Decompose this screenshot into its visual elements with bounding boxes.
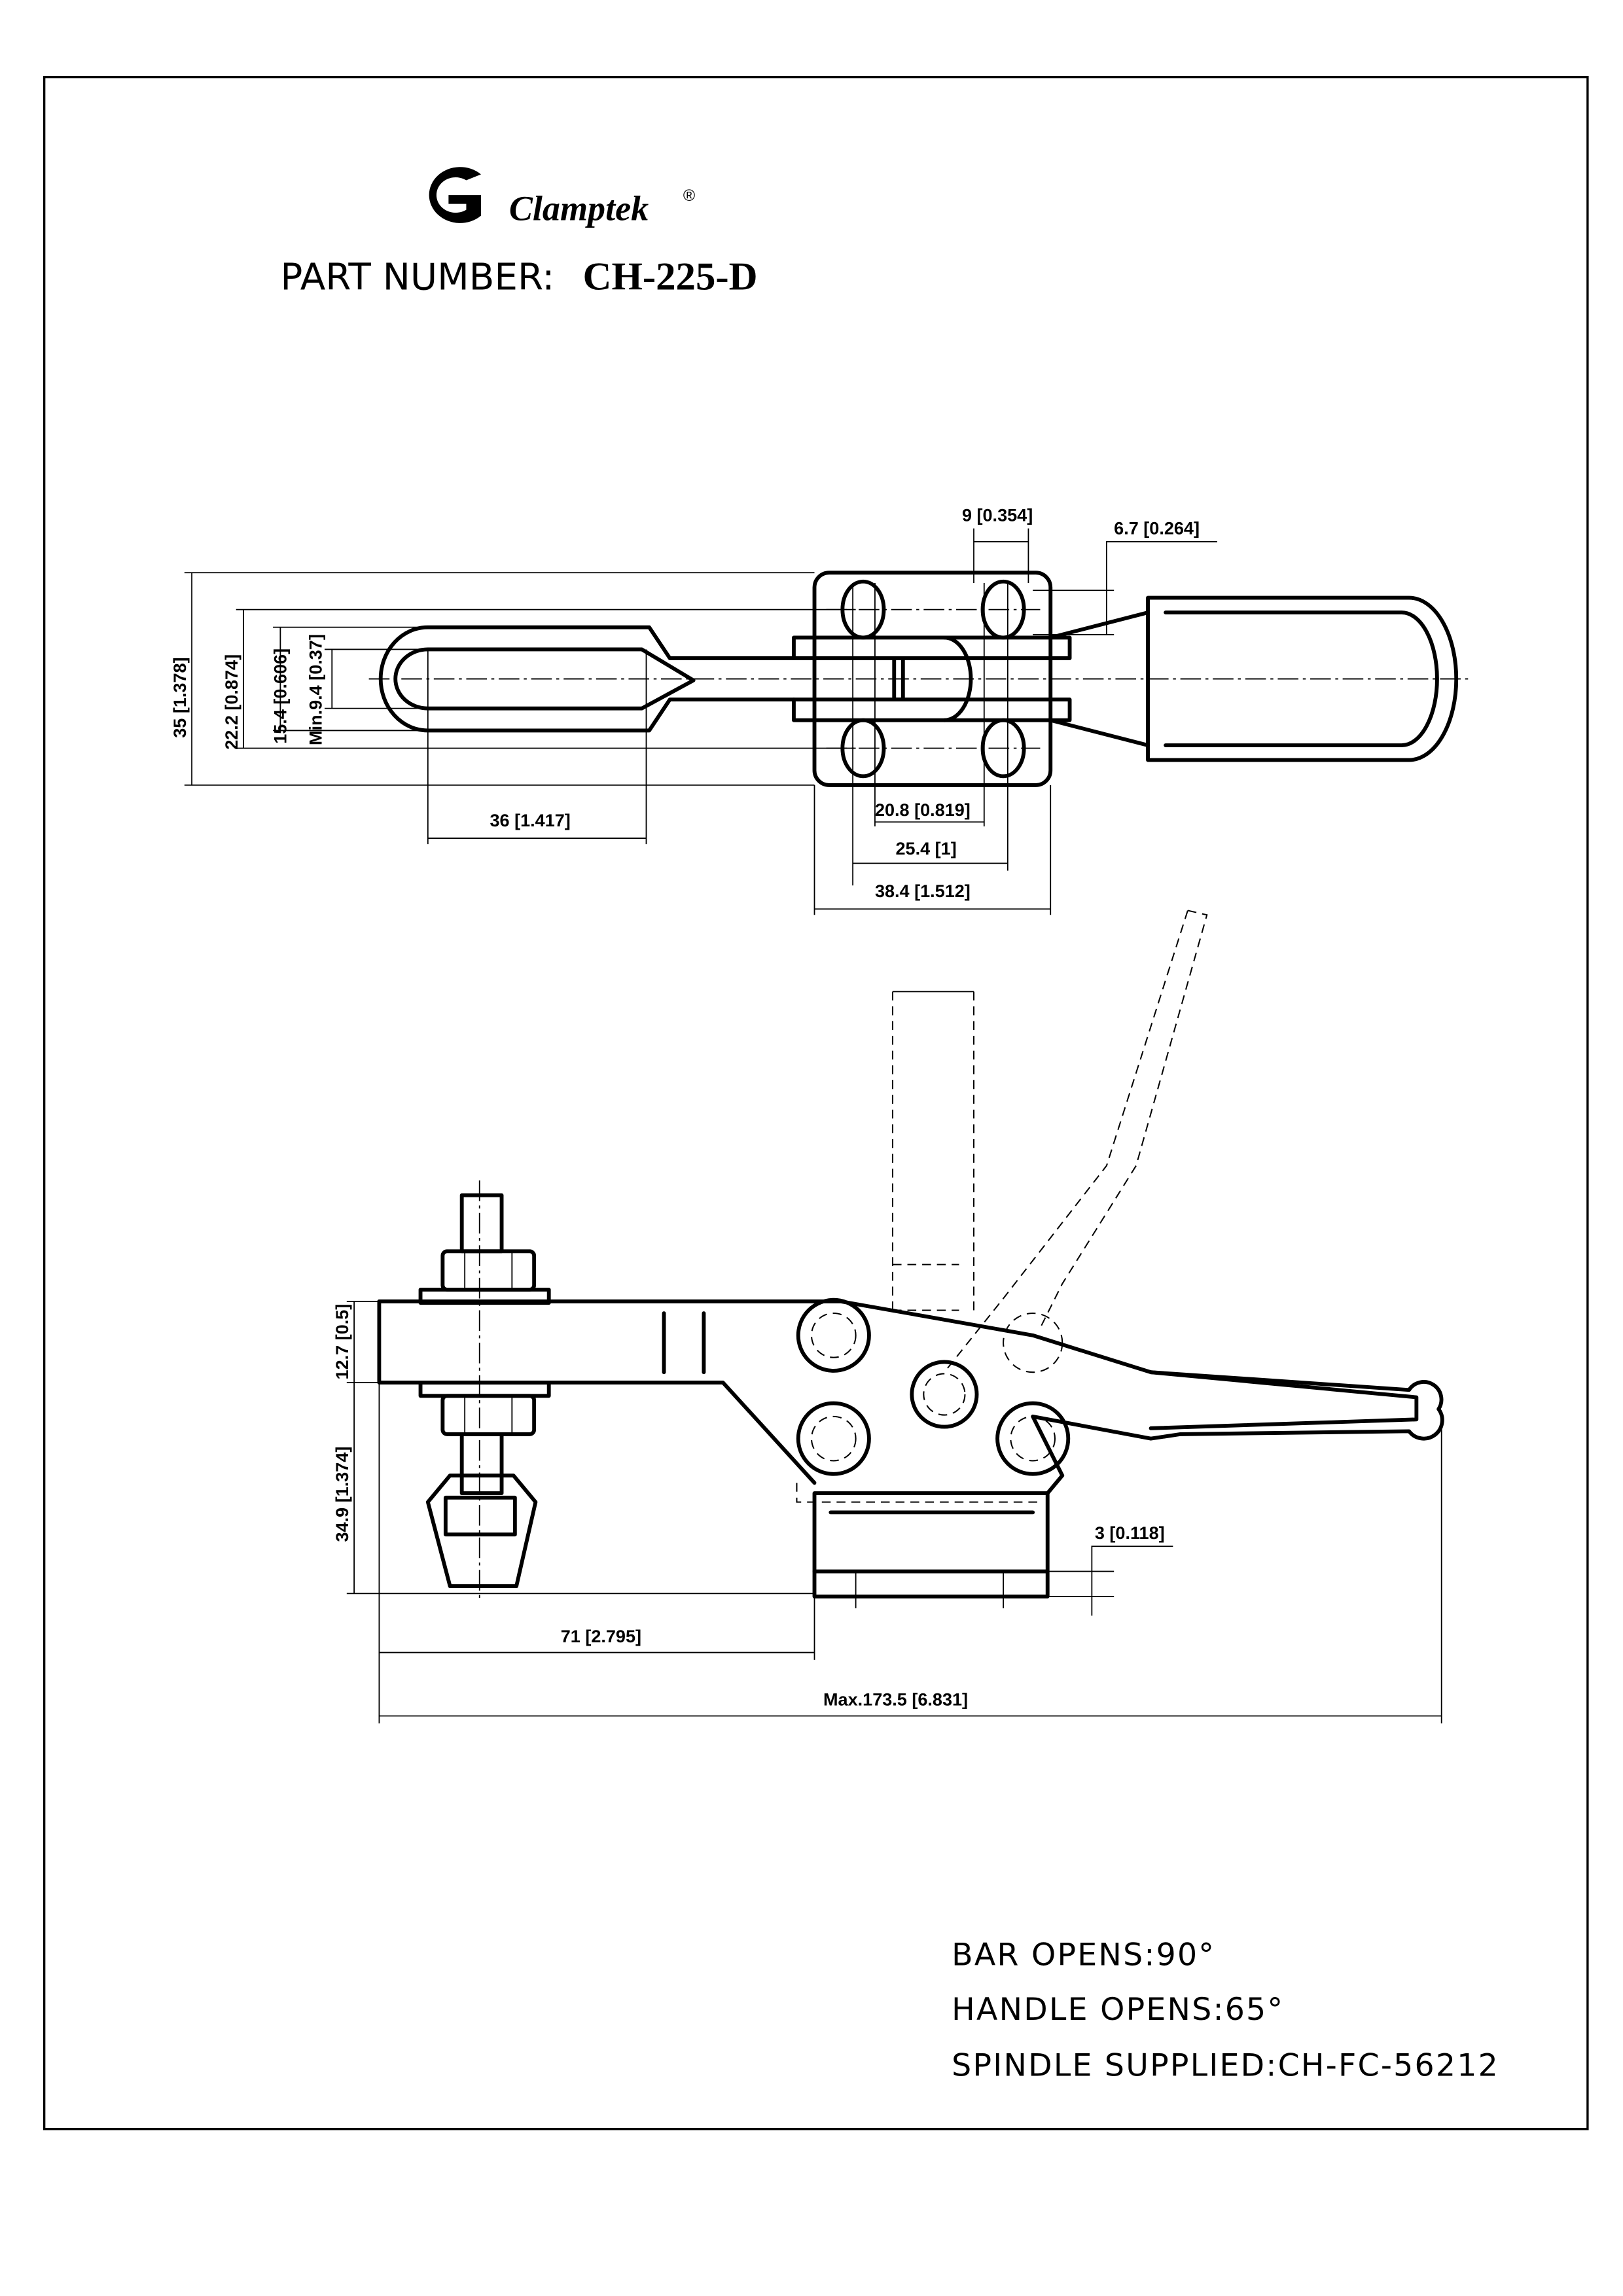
- dim-hole-spacing-h: 20.8 [0.819]: [875, 800, 971, 820]
- dim-hole-spacing-v: 22.2 [0.874]: [222, 654, 241, 750]
- dim-loop-length: 36 [1.417]: [490, 811, 571, 830]
- brand-name: Clamptek: [509, 188, 649, 228]
- dim-max-length: Max.173.5 [6.831]: [823, 1690, 968, 1710]
- sheet-border: [43, 76, 1589, 2130]
- dim-bar-height: 34.9 [1.374]: [332, 1447, 352, 1542]
- part-number: CH-225-D: [583, 255, 758, 298]
- side-view: 12.7 [0.5] 34.9 [1.374] 71 [2.795] Max.1…: [332, 910, 1444, 1723]
- pivot-pins: [796, 1298, 1071, 1476]
- dim-base-thickness: 3 [0.118]: [1095, 1523, 1165, 1543]
- dim-loop-inner: Min.9.4 [0.37]: [306, 634, 325, 745]
- dim-overall-height: 35 [1.378]: [170, 657, 190, 737]
- part-number-label: PART NUMBER:: [280, 256, 554, 298]
- dim-hole-spacing-h2: 25.4 [1]: [896, 839, 957, 858]
- dim-reach: 71 [2.795]: [561, 1627, 641, 1646]
- dim-loop-outer: 15.4 [0.606]: [270, 648, 290, 744]
- note-bar-opens: BAR OPENS:90°: [952, 1937, 1215, 1973]
- note-handle-opens: HANDLE OPENS:65°: [952, 1992, 1284, 2028]
- dim-bar-thickness: 12.7 [0.5]: [332, 1304, 352, 1380]
- dim-slot-width: 9 [0.354]: [962, 505, 1033, 525]
- spindle: [418, 1180, 551, 1601]
- dim-base-width: 38.4 [1.512]: [875, 881, 971, 901]
- clamptek-logo: Clamptek ®: [429, 167, 695, 228]
- notes: BAR OPENS:90° HANDLE OPENS:65° SPINDLE S…: [952, 1937, 1499, 2084]
- note-spindle: SPINDLE SUPPLIED:CH-FC-56212: [952, 2048, 1499, 2084]
- dim-hole-dia: 6.7 [0.264]: [1114, 519, 1200, 539]
- registered-mark: ®: [683, 187, 695, 205]
- top-view: 35 [1.378] 22.2 [0.874] 15.4 [0.606] Min…: [170, 505, 1469, 915]
